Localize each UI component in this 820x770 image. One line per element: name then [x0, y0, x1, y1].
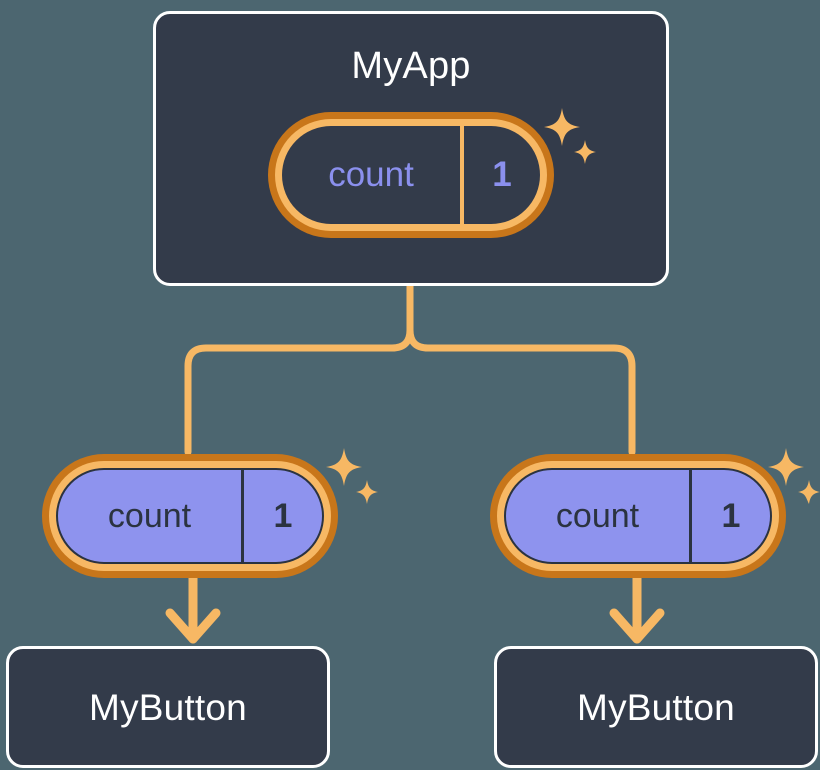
state-key-right-child: count	[506, 470, 692, 562]
state-pill-myapp[interactable]: count 1	[268, 112, 554, 238]
arrow-head-right	[609, 608, 665, 644]
component-title-mybutton-left: MyButton	[89, 686, 247, 728]
state-pill-left-child[interactable]: count 1	[42, 454, 338, 578]
state-pill-right-child[interactable]: count 1	[490, 454, 786, 578]
state-key-myapp: count	[282, 126, 464, 224]
state-pill-body: count 1	[56, 468, 324, 564]
arrow-head-left	[165, 608, 221, 644]
state-pill-ring: count 1	[49, 461, 331, 571]
component-card-mybutton-left[interactable]: MyButton	[6, 646, 330, 768]
state-value-left-child: 1	[273, 496, 293, 535]
state-value-right-child: 1	[721, 496, 741, 535]
connector-root-to-right-child	[406, 282, 636, 456]
state-value-myapp: 1	[492, 155, 512, 194]
component-card-mybutton-right[interactable]: MyButton	[494, 646, 818, 768]
state-pill-body: count 1	[282, 126, 540, 224]
state-pill-ring: count 1	[275, 119, 547, 231]
state-pill-ring: count 1	[497, 461, 779, 571]
state-key-left-child: count	[58, 470, 244, 562]
state-pill-body: count 1	[504, 468, 772, 564]
component-title-myapp: MyApp	[351, 45, 471, 87]
connector-root-to-left-child	[184, 282, 414, 456]
component-title-mybutton-right: MyButton	[577, 686, 735, 728]
